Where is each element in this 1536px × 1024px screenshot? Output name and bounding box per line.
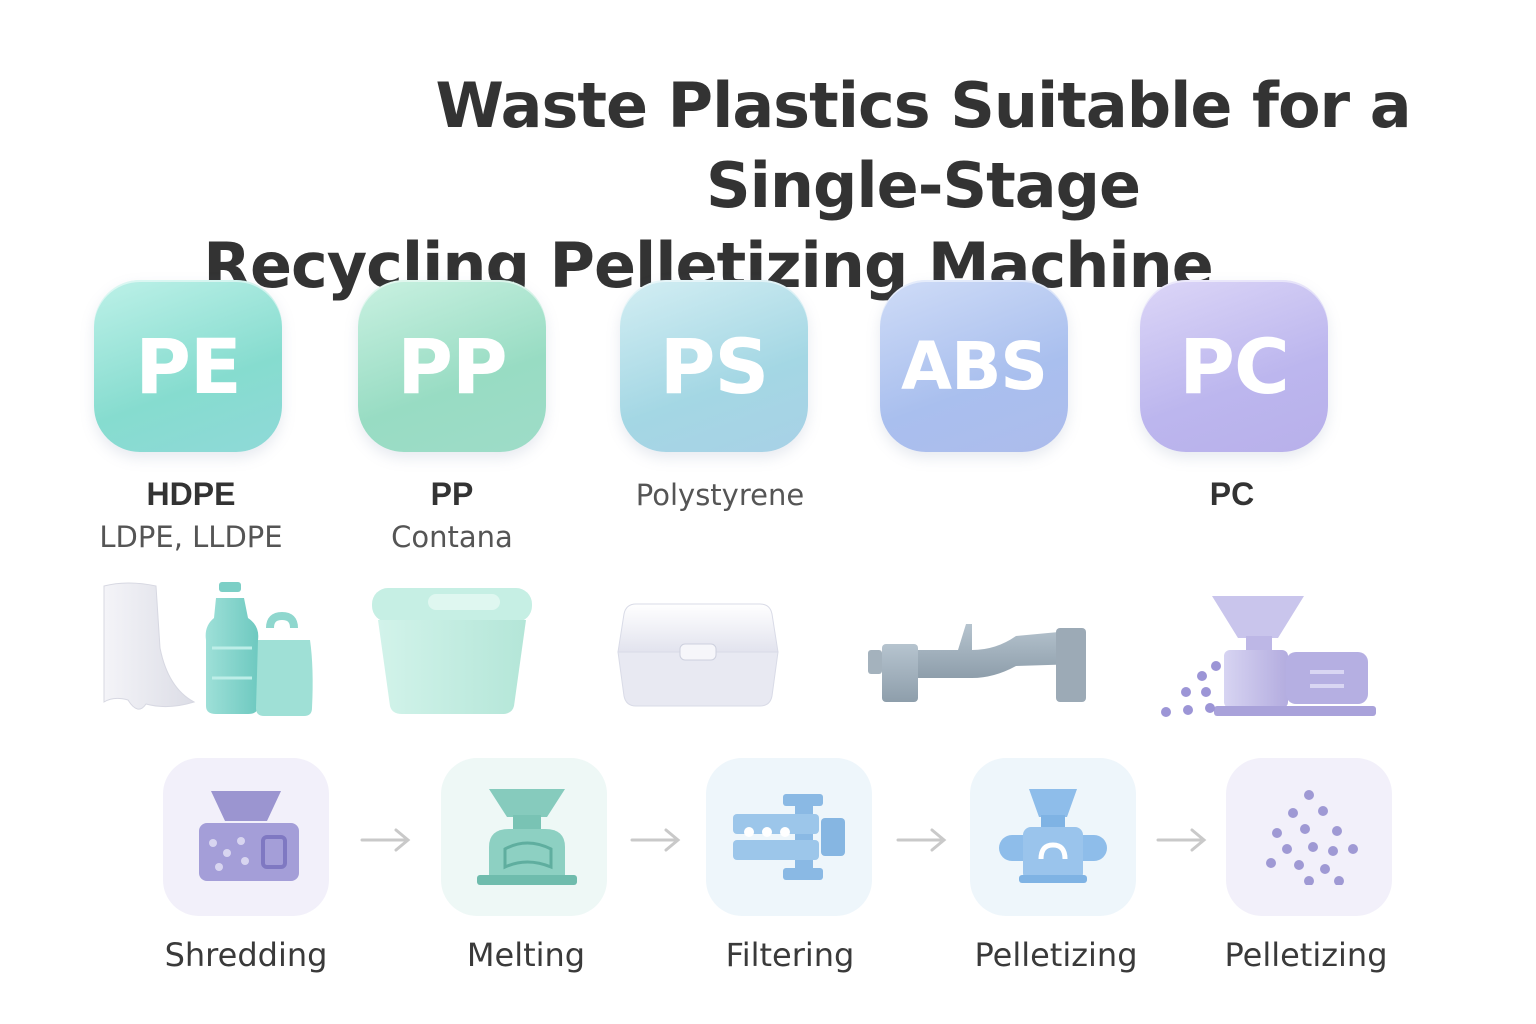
container-icon bbox=[372, 588, 532, 714]
plastic-tile-abs: ABS bbox=[880, 280, 1068, 452]
arrow-icon bbox=[1156, 828, 1207, 852]
plastic-sub-ps: Polystyrene bbox=[635, 478, 805, 512]
shredder-icon bbox=[199, 791, 299, 881]
step-pelletizing-1 bbox=[970, 758, 1136, 916]
plastic-code: PE bbox=[135, 321, 242, 411]
arrow-icon bbox=[896, 828, 947, 852]
plastic-code: ABS bbox=[901, 327, 1048, 405]
arrow-icon bbox=[630, 828, 681, 852]
step-shredding bbox=[163, 758, 329, 916]
pellets-icon bbox=[1266, 790, 1358, 885]
plastic-tile-pe: PE bbox=[94, 280, 282, 452]
step-label-pelletizing-final: Pelletizing bbox=[1224, 936, 1388, 974]
plastic-code: PP bbox=[397, 321, 507, 411]
plastic-sub-pp: Contana bbox=[391, 520, 513, 554]
pipe-part-icon bbox=[868, 624, 1086, 702]
plastic-name-pp: PP bbox=[430, 476, 474, 512]
pelletizer-icon bbox=[999, 789, 1107, 883]
plastic-tile-pp: PP bbox=[358, 280, 546, 452]
filter-icon bbox=[733, 794, 845, 880]
plastic-code: PS bbox=[659, 321, 769, 411]
plastic-tile-pc: PC bbox=[1140, 280, 1328, 452]
step-label-pelletizing: Pelletizing bbox=[974, 936, 1138, 974]
title-line-1: Waste Plastics Suitable for a Single-Sta… bbox=[435, 69, 1411, 222]
step-melting bbox=[441, 758, 607, 916]
step-label-filtering: Filtering bbox=[725, 936, 855, 974]
pelletizer-machine-icon bbox=[1161, 596, 1376, 717]
film-bottle-bag-icon bbox=[103, 582, 313, 716]
step-label-shredding: Shredding bbox=[164, 936, 328, 974]
step-pelletizing-2 bbox=[1226, 758, 1392, 916]
step-filtering bbox=[706, 758, 872, 916]
plastic-tile-ps: PS bbox=[620, 280, 808, 452]
foam-box-icon bbox=[617, 603, 779, 707]
arrow-icon bbox=[360, 828, 411, 852]
melter-icon bbox=[477, 789, 577, 885]
plastic-sub-pe: LDPE, LLDPE bbox=[99, 520, 283, 554]
plastic-name-pc: PC bbox=[1209, 476, 1255, 512]
plastic-name-pe: HDPE bbox=[146, 476, 236, 512]
step-label-melting: Melting bbox=[466, 936, 586, 974]
page-title: Waste Plastics Suitable for a Single-Sta… bbox=[0, 66, 1536, 306]
plastic-code: PC bbox=[1179, 321, 1289, 411]
